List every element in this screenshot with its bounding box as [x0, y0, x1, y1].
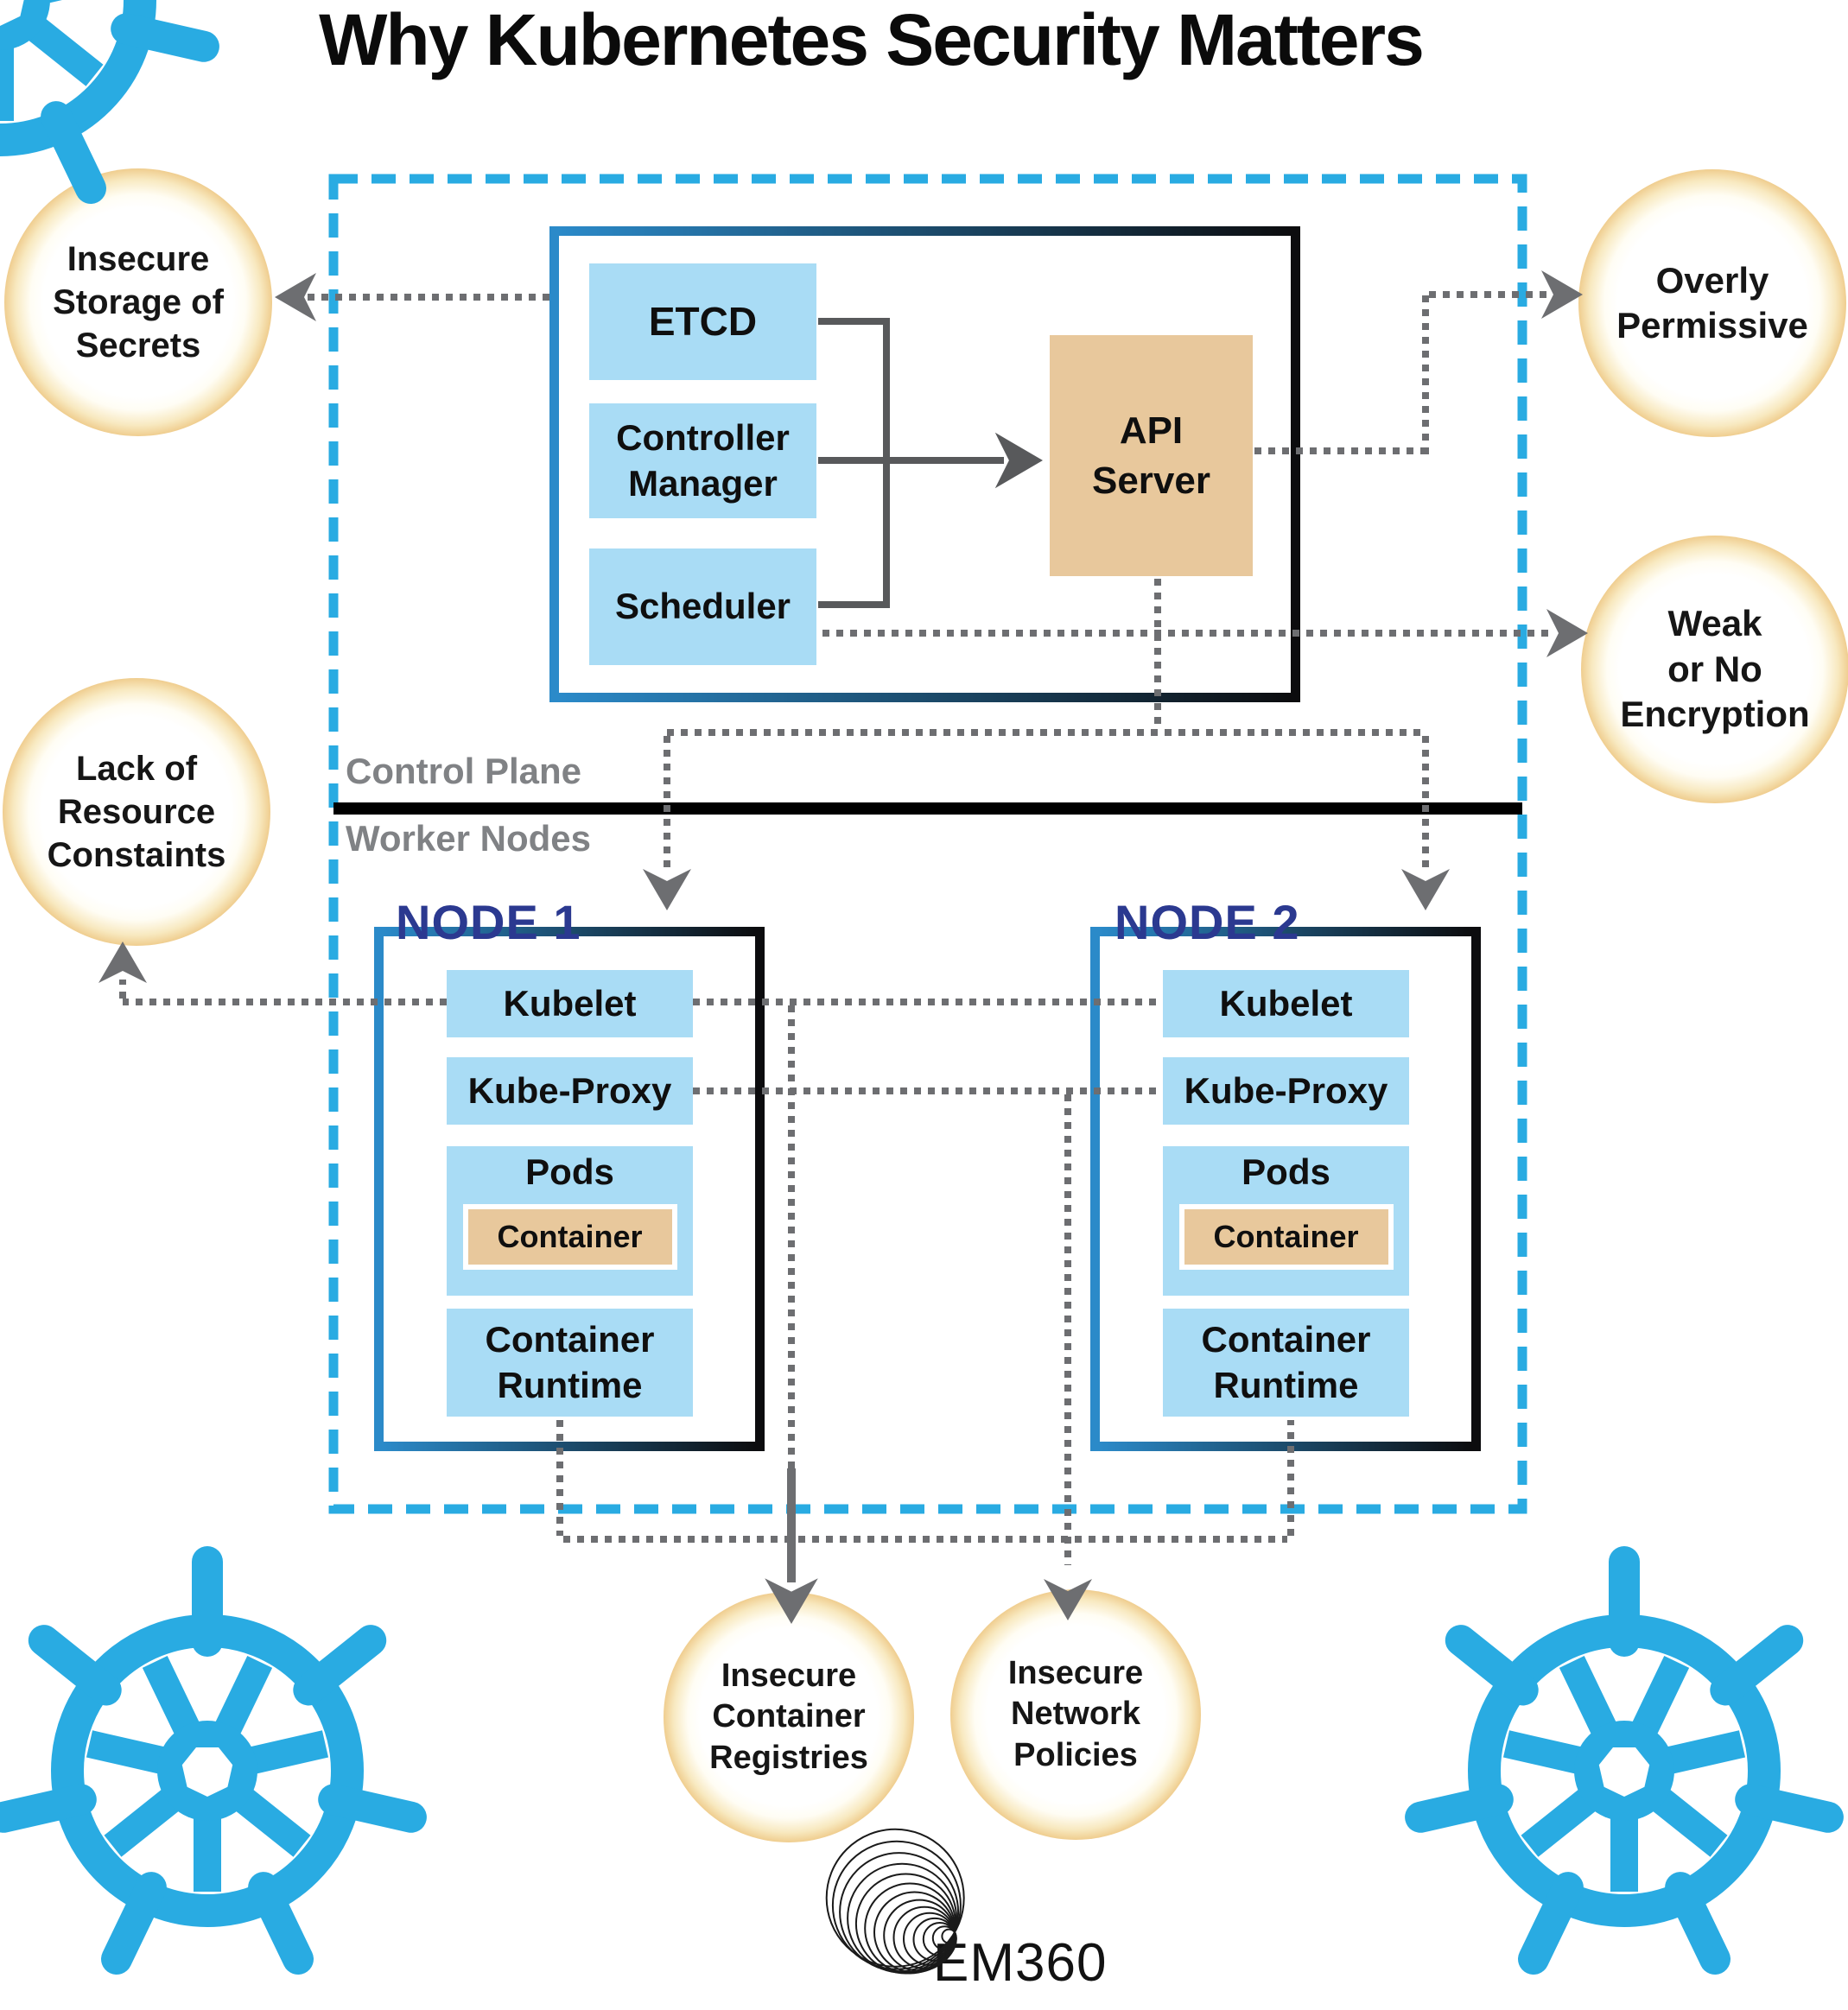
- node-2-kube-proxy-box: Kube-Proxy: [1163, 1057, 1409, 1125]
- arrow-to-node-1-icon: [643, 869, 691, 910]
- node-1-title: NODE 1: [396, 895, 581, 949]
- node-2-title: NODE 2: [1115, 895, 1300, 949]
- node-1-kube-proxy-box: Kube-Proxy: [447, 1057, 693, 1125]
- arrow-to-node-2-icon: [1401, 869, 1450, 910]
- node-1-container-runtime-box: Container Runtime: [447, 1309, 693, 1417]
- scheduler-box: Scheduler: [589, 548, 816, 665]
- risk-insecure-storage-of-secrets: Insecure Storage of Secrets: [4, 168, 272, 436]
- worker-nodes-zone-label: Worker Nodes: [346, 818, 591, 859]
- risk-overly-permissive: Overly Permissive: [1578, 169, 1846, 437]
- risk-insecure-network-policies: Insecure Network Policies: [950, 1589, 1201, 1840]
- node-2-container-box: Container: [1178, 1203, 1394, 1270]
- api-server-box: API Server: [1050, 335, 1253, 576]
- kubernetes-wheel-right-icon: [1420, 1562, 1828, 1959]
- risk-weak-or-no-encryption: Weak or No Encryption: [1581, 536, 1848, 803]
- kubernetes-wheel-left-icon: [3, 1562, 411, 1959]
- node-1-pods-label: Pods: [525, 1151, 614, 1192]
- etcd-box: ETCD: [589, 263, 816, 380]
- arrow-to-resource-constraints-icon: [98, 942, 147, 983]
- controller-manager-box: Controller Manager: [589, 403, 816, 518]
- page-title: Why Kubernetes Security Matters: [319, 0, 1425, 80]
- node-1-kubelet-box: Kubelet: [447, 970, 693, 1037]
- node-2-pods-box: Pods Container: [1163, 1146, 1409, 1296]
- arrow-to-overly-permissive-icon: [1541, 270, 1583, 319]
- node-1-container-box: Container: [462, 1203, 677, 1270]
- node-2-container-runtime-box: Container Runtime: [1163, 1309, 1409, 1417]
- node-2-pods-label: Pods: [1242, 1151, 1330, 1192]
- node-2-kubelet-box: Kubelet: [1163, 970, 1409, 1037]
- risk-lack-of-resource-constraints: Lack of Resource Constaints: [3, 678, 270, 946]
- node-1-pods-box: Pods Container: [447, 1146, 693, 1296]
- risk-insecure-container-registries: Insecure Container Registries: [664, 1592, 914, 1842]
- em360-logo-text: EM360: [933, 1933, 1108, 1993]
- control-plane-zone-label: Control Plane: [346, 751, 582, 791]
- arrow-to-secrets-icon: [275, 273, 316, 321]
